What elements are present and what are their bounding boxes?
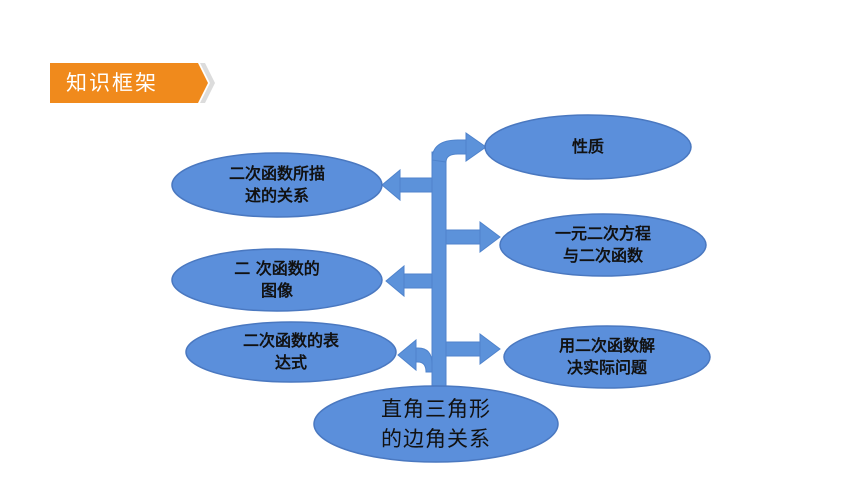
trunk-bar [431, 151, 447, 391]
branch-left-2 [401, 273, 433, 289]
ellipse-root [313, 385, 559, 463]
node-left-2: 二 次函数的 图像 [177, 250, 377, 310]
header-badge [50, 63, 215, 103]
ellipse-right-2 [499, 213, 707, 277]
arrow-to-right-2 [479, 221, 501, 253]
arrow-to-xingzhi [465, 132, 487, 162]
node-left-3-label: 二次函数的表 达式 [242, 331, 339, 372]
node-right-2: 一元二次方程 与二次函数 [503, 215, 703, 275]
section-title: 知识框架 [66, 71, 158, 95]
node-right-3-label: 用二次函数解 决实际问题 [558, 336, 655, 377]
node-left-3: 二次函数的表 达式 [191, 322, 391, 382]
node-right-2-label: 一元二次方程 与二次函数 [554, 224, 651, 265]
node-right-1-label: 性质 [571, 137, 604, 156]
node-root-label: 直角三角形 的边角关系 [381, 397, 491, 451]
arrow-to-left-2 [385, 264, 405, 298]
trunk-top-curve [431, 139, 471, 163]
branch-left-1 [397, 177, 433, 193]
arrow-to-left-3 [397, 338, 417, 372]
branch-right-3 [445, 341, 483, 357]
branch-left-3 [413, 347, 433, 373]
ellipse-right-3 [503, 325, 711, 389]
node-right-3: 用二次函数解 决实际问题 [507, 327, 707, 387]
branch-right-2 [445, 229, 483, 245]
node-left-1-label: 二次函数所描 述的关系 [228, 164, 325, 205]
node-left-1: 二次函数所描 述的关系 [177, 155, 377, 215]
node-left-2-label: 二 次函数的 图像 [234, 259, 320, 300]
node-right-1: 性质 [488, 117, 688, 177]
arrow-to-left-1 [381, 168, 401, 202]
arrow-to-right-3 [479, 333, 501, 365]
ellipse-left-3 [185, 321, 397, 383]
ellipse-right-1 [484, 114, 692, 180]
ellipse-left-2 [171, 248, 383, 312]
ellipse-left-1 [171, 152, 383, 218]
node-root: 直角三角形 的边角关系 [321, 390, 551, 458]
